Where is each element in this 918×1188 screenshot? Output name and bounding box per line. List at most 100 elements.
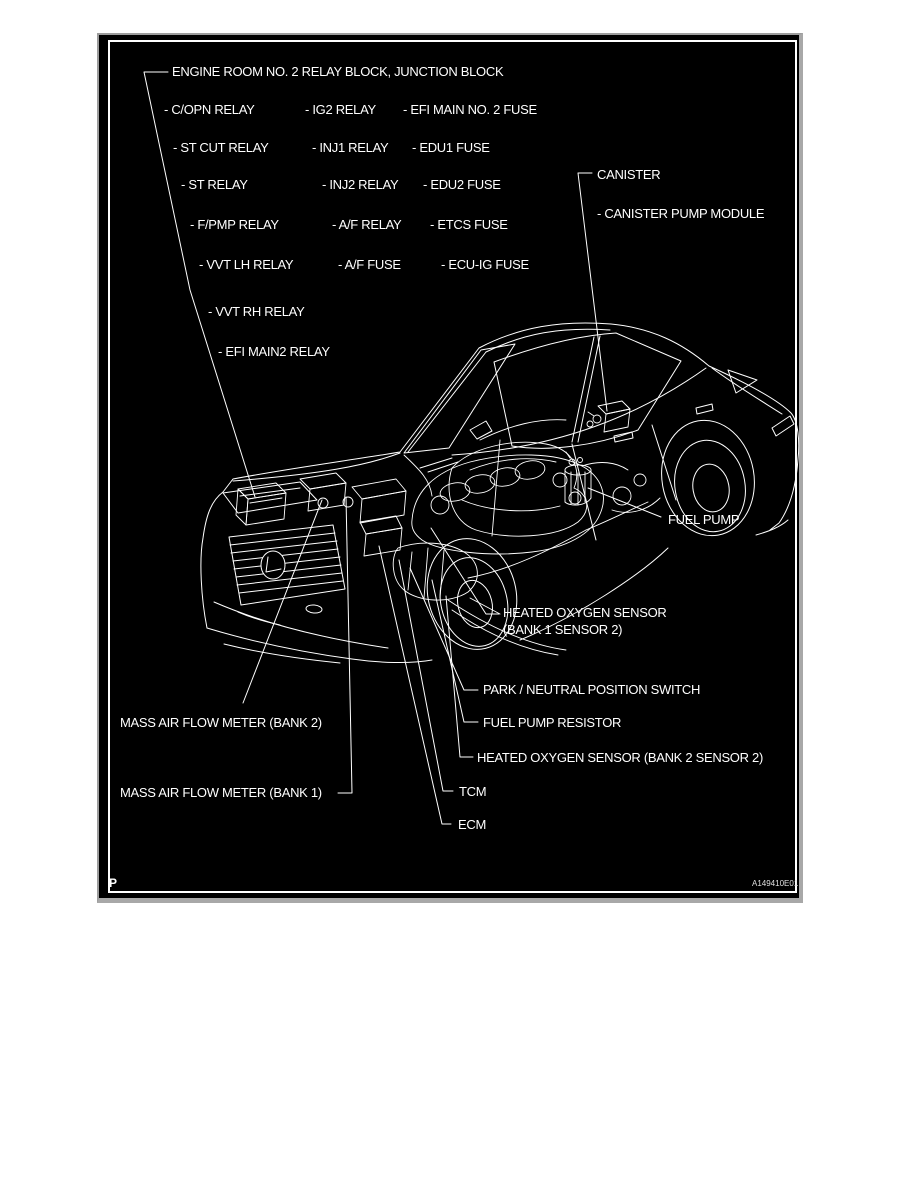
wiper-2 xyxy=(428,462,458,472)
rear-wheel xyxy=(653,413,764,543)
wiper-1 xyxy=(420,458,452,468)
driveshaft-2 xyxy=(586,502,648,530)
label-inj2-relay: - INJ2 RELAY xyxy=(322,177,399,192)
rear-rim xyxy=(689,461,733,515)
air-cleaner-bank2 xyxy=(300,473,346,511)
leader-park-neutral-switch xyxy=(410,568,478,690)
label-park-neutral-switch: PARK / NEUTRAL POSITION SWITCH xyxy=(483,682,701,697)
label-canister: CANISTER xyxy=(597,167,661,182)
body-outline xyxy=(201,323,799,628)
leader-maf-bank1 xyxy=(338,497,352,793)
diagram-inner-frame xyxy=(108,40,797,893)
door-handle-rear xyxy=(696,404,713,414)
label-efi-main-no2-fuse: - EFI MAIN NO. 2 FUSE xyxy=(403,102,537,117)
label-copn-relay: - C/OPN RELAY xyxy=(164,102,255,117)
leader-ecm xyxy=(379,546,451,824)
windshield xyxy=(404,344,515,453)
front-rim xyxy=(453,577,498,632)
leader-fuel-pump xyxy=(588,488,661,517)
exhaust xyxy=(448,598,566,655)
driveshaft xyxy=(468,530,586,578)
air-cleaner-bank1 xyxy=(343,479,406,523)
engine-room-relay-block xyxy=(236,483,286,525)
bumper-line-1 xyxy=(214,602,388,648)
rear-bumper-bottom xyxy=(756,520,788,535)
rear-tire xyxy=(668,435,753,538)
leader-ho2s-bank2 xyxy=(446,596,473,757)
cowl-line xyxy=(404,455,432,496)
lexus-emblem xyxy=(261,551,285,579)
fog-detail xyxy=(238,612,280,625)
front-wheel-arch xyxy=(416,529,528,659)
label-ecm: ECM xyxy=(458,817,486,832)
bumper-line-2 xyxy=(224,644,340,663)
leader-ho2s-bank1 xyxy=(431,528,499,614)
rocker-line xyxy=(520,548,668,640)
engine-intake xyxy=(412,455,628,554)
leader-fuel-pump-resistor xyxy=(432,580,478,722)
parcel-line xyxy=(480,420,566,440)
bumper-slot xyxy=(306,604,323,613)
label-maf-bank2: MASS AIR FLOW METER (BANK 2) xyxy=(120,715,322,730)
b-pillar-2 xyxy=(578,336,600,442)
b-pillar xyxy=(572,337,594,442)
label-ho2s-bank1-line1: HEATED OXYGEN SENSOR xyxy=(503,605,667,620)
label-ig2-relay: - IG2 RELAY xyxy=(305,102,376,117)
leader-lines xyxy=(144,72,661,824)
trunk-seam xyxy=(712,368,782,414)
front-bumper-bottom xyxy=(207,628,432,663)
maf-bank1-sensor xyxy=(343,497,353,507)
maf-bank2-sensor xyxy=(318,498,328,508)
door-handle-front xyxy=(614,432,633,442)
leader-engine-room-relay-block xyxy=(144,72,255,497)
canister-pump-module-box xyxy=(587,401,630,432)
front-tire xyxy=(431,550,517,653)
headlight-inner xyxy=(240,488,300,496)
front-door-seam xyxy=(572,444,596,540)
leader-tcm xyxy=(399,560,453,791)
headlight xyxy=(223,482,317,513)
beltline xyxy=(452,368,706,455)
front-wheel xyxy=(416,529,528,659)
label-canister-pump-module: - CANISTER PUMP MODULE xyxy=(597,206,765,221)
page-corner-mark: P xyxy=(109,876,117,890)
label-af-fuse: - A/F FUSE xyxy=(338,257,401,272)
figure-code: A149410E01 xyxy=(752,879,799,888)
label-ecu-ig-fuse: - ECU-IG FUSE xyxy=(441,257,529,272)
label-st-relay: - ST RELAY xyxy=(181,177,248,192)
car-body xyxy=(201,323,799,663)
side-glass xyxy=(494,333,681,448)
label-ho2s-bank1-line2: (BANK 1 SENSOR 2) xyxy=(503,622,623,637)
fuel-tank xyxy=(449,440,587,536)
label-inj1-relay: - INJ1 RELAY xyxy=(312,140,389,155)
hood-crease xyxy=(233,453,400,481)
rear-door-seam xyxy=(652,425,676,500)
label-edu1-fuse: - EDU1 FUSE xyxy=(412,140,490,155)
label-fpmp-relay: - F/PMP RELAY xyxy=(190,217,279,232)
fuel-pump-assembly xyxy=(565,452,591,505)
side-mirror xyxy=(470,421,492,439)
label-efi-main2-relay: - EFI MAIN2 RELAY xyxy=(218,344,330,359)
label-af-relay: - A/F RELAY xyxy=(332,217,402,232)
a-pillar-inner xyxy=(408,352,486,452)
title-engine-room-relay-block: ENGINE ROOM NO. 2 RELAY BLOCK, JUNCTION … xyxy=(172,64,504,79)
components xyxy=(236,401,660,655)
label-etcs-fuse: - ETCS FUSE xyxy=(430,217,508,232)
roof-inner xyxy=(486,329,610,352)
label-vvt-lh-relay: - VVT LH RELAY xyxy=(199,257,294,272)
label-fuel-pump: FUEL PUMP xyxy=(668,512,740,527)
label-vvt-rh-relay: - VVT RH RELAY xyxy=(208,304,305,319)
label-st-cut-relay: - ST CUT RELAY xyxy=(173,140,269,155)
ecm-box xyxy=(360,516,402,556)
label-maf-bank1: MASS AIR FLOW METER (BANK 1) xyxy=(120,785,322,800)
label-tcm: TCM xyxy=(459,784,487,799)
grille xyxy=(229,525,345,605)
tail-lamp xyxy=(772,416,794,436)
leader-canister xyxy=(578,173,607,411)
diagram-plate xyxy=(97,33,803,903)
rear-wheel-arch xyxy=(653,413,764,543)
transmission xyxy=(393,502,648,600)
lexus-emblem-l xyxy=(266,557,281,572)
